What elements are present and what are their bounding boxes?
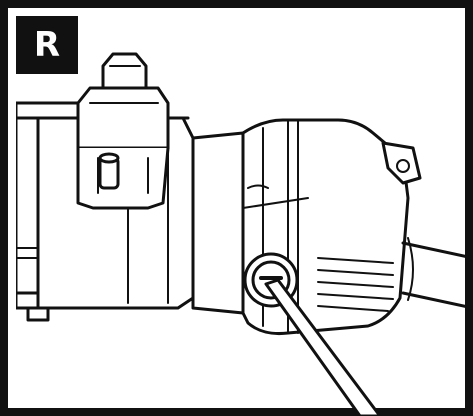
motor-housing-icon [191,118,473,335]
illustration [16,52,473,416]
step-badge: R [16,16,78,74]
step-label: R [33,25,61,65]
vent-slots-icon [317,257,394,312]
screwdriver-icon [264,278,382,416]
tube-clamp-icon [36,52,195,310]
